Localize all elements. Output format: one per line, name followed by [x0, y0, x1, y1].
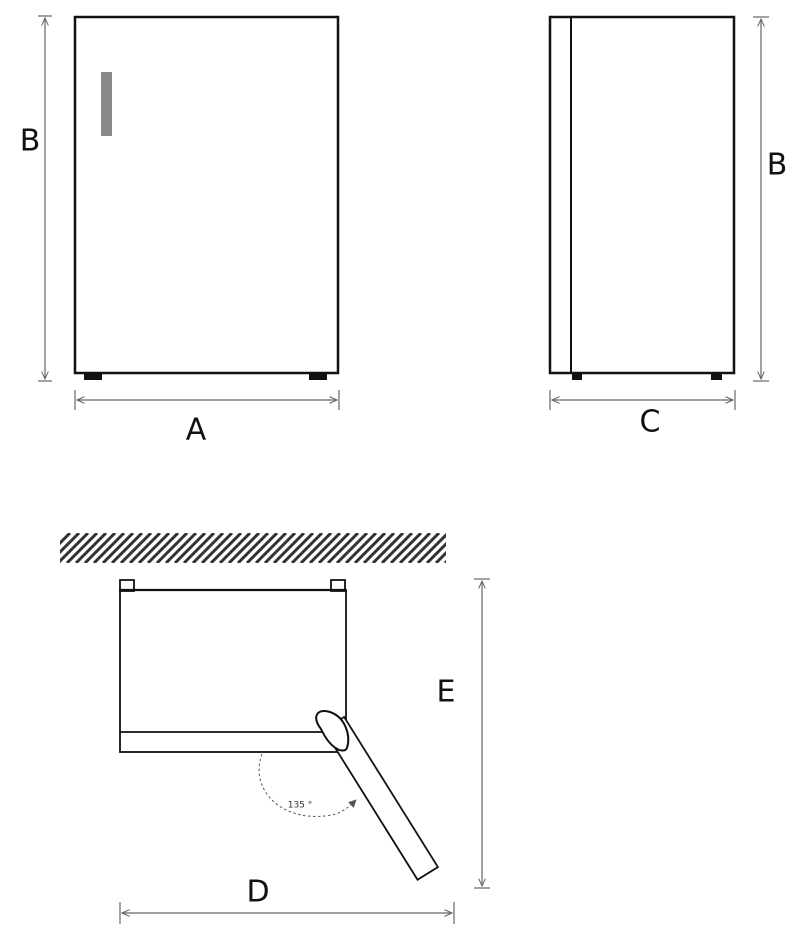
wall-hatch-line — [407, 533, 441, 563]
front-foot-left — [84, 373, 102, 380]
front-width-label: A — [186, 413, 207, 448]
wall-hatch-line — [128, 533, 162, 563]
wall-hatch-line — [74, 533, 108, 563]
wall-hatch-line — [263, 533, 297, 563]
wall-hatch-line — [101, 533, 135, 563]
wall-hatch-line — [416, 533, 446, 563]
wall-hatch-line — [173, 533, 207, 563]
wall-hatch-line — [236, 533, 270, 563]
front-view: B A — [20, 15, 340, 448]
wall-hatch-line — [398, 533, 432, 563]
wall-hatch-line — [209, 533, 243, 563]
wall-hatch — [60, 533, 502, 563]
wall-hatch-line — [308, 533, 342, 563]
wall-hatch-line — [119, 533, 153, 563]
open-depth-dimension — [474, 578, 490, 889]
top-body — [119, 589, 347, 753]
wall-hatch-line — [182, 533, 216, 563]
wall-hatch-line — [290, 533, 324, 563]
wall-hatch-line — [434, 550, 446, 563]
side-height-dimension — [753, 16, 769, 382]
wall-hatch-line — [463, 533, 493, 563]
wall-hatch-line — [65, 533, 99, 563]
side-depth-dimension — [549, 390, 736, 410]
side-body — [548, 15, 736, 375]
wall-hatch-line — [245, 533, 279, 563]
wall-hatch-line — [454, 533, 484, 563]
wall-hatch-line — [335, 533, 369, 563]
wall-hatch-line — [200, 533, 234, 563]
wall-hatch-line — [83, 533, 117, 563]
wall-hatch-line — [299, 533, 333, 563]
front-height-label: B — [20, 124, 41, 159]
wall-hatch-line — [281, 533, 315, 563]
wall-hatch-line — [272, 533, 306, 563]
wall-hatch-line — [92, 533, 126, 563]
wall-hatch-line — [344, 533, 378, 563]
wall-hatch-line — [110, 533, 144, 563]
side-foot-left — [572, 373, 582, 380]
wall-hatch-line — [443, 559, 446, 563]
wall-hatch-line — [60, 533, 72, 546]
wall-hatch-line — [191, 533, 225, 563]
door-handle — [101, 72, 112, 136]
front-height-dimension — [38, 15, 52, 382]
wall-hatch-line — [164, 533, 198, 563]
wall-hatch-line — [472, 533, 502, 563]
side-depth-label: C — [640, 405, 661, 440]
wall-hatch-line — [146, 533, 180, 563]
wall-hatch-line — [326, 533, 360, 563]
wall-hatch-line — [317, 533, 351, 563]
wall-hatch-line — [254, 533, 288, 563]
wall-hatch-line — [371, 533, 405, 563]
wall-hatch-line — [380, 533, 414, 563]
wall-hatch-line — [60, 533, 90, 563]
door-angle-arc — [258, 753, 357, 817]
wall-hatch-line — [218, 533, 252, 563]
side-view: B C — [548, 15, 788, 440]
side-height-label: B — [767, 148, 788, 183]
wall-hatch-line — [389, 533, 423, 563]
open-width-dimension — [119, 902, 455, 924]
wall-hatch-line — [60, 533, 81, 555]
front-foot-right — [309, 373, 327, 380]
wall-hatch-line — [227, 533, 261, 563]
wall-hatch-line — [353, 533, 387, 563]
door-hinge-knob — [315, 710, 350, 752]
door-angle-label: 135 ° — [288, 801, 313, 811]
side-foot-right — [711, 373, 722, 380]
wall-hatch-line — [362, 533, 396, 563]
top-view: 135 ° E D — [60, 533, 502, 924]
open-depth-label: E — [437, 675, 456, 710]
wall-hatch-line — [155, 533, 189, 563]
wall-hatch-line — [425, 541, 446, 563]
front-width-dimension — [74, 390, 340, 410]
front-body — [73, 15, 340, 375]
open-width-label: D — [246, 875, 269, 910]
wall-hatch-line — [137, 533, 171, 563]
